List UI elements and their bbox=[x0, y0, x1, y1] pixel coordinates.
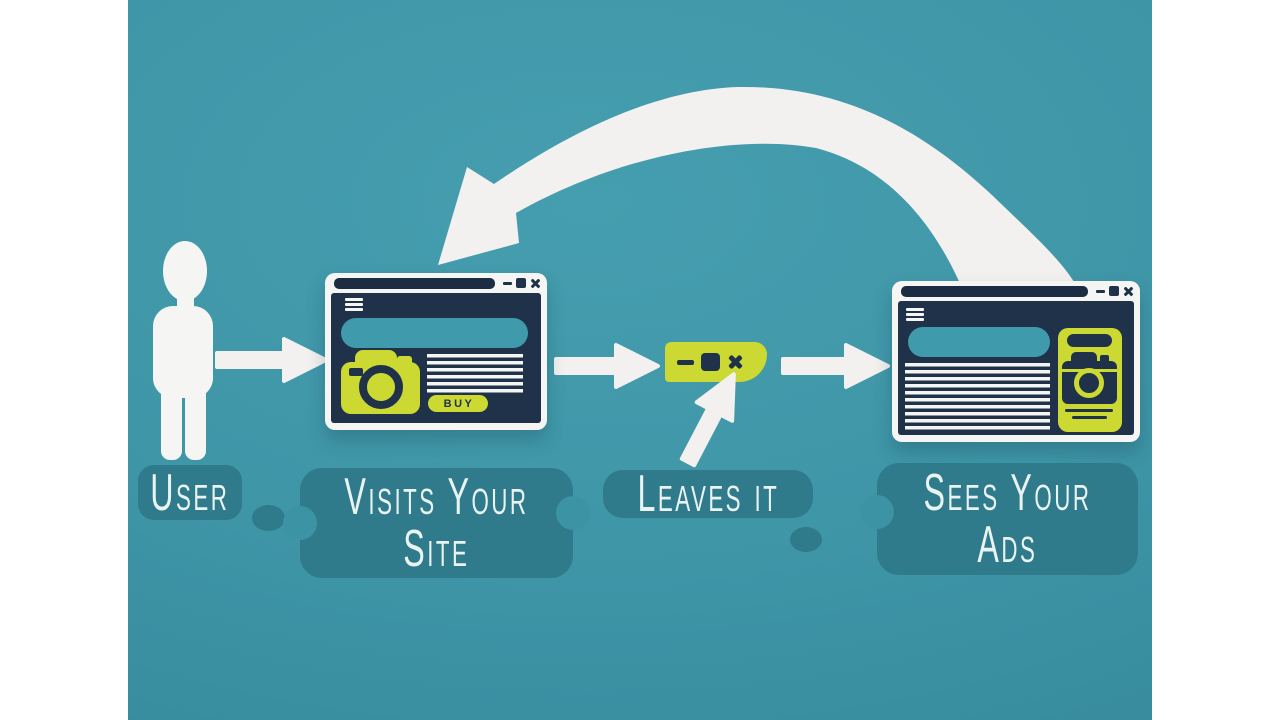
dot-blob bbox=[790, 527, 822, 552]
arrow-user-to-site-icon bbox=[215, 337, 328, 383]
buy-button: BUY bbox=[428, 395, 488, 412]
label-visits-your-site: Visits Your Site bbox=[283, 468, 590, 578]
arrow-site-to-tab-icon bbox=[554, 343, 660, 389]
teal-background: BUY bbox=[128, 0, 1152, 720]
arrow-tab-to-ads-icon bbox=[781, 343, 890, 389]
site-browser-titlebar bbox=[331, 273, 541, 293]
label-sees-line2: Ads bbox=[977, 516, 1038, 574]
hero-banner bbox=[908, 327, 1050, 357]
cursor-arrow-icon bbox=[679, 372, 736, 468]
hero-banner bbox=[341, 318, 528, 348]
cursor-layer bbox=[679, 372, 736, 468]
address-bar bbox=[901, 285, 1088, 297]
maximize-icon bbox=[516, 278, 526, 288]
label-sees-line1: Sees Your bbox=[923, 464, 1092, 522]
label-visits-line1: Visits Your bbox=[344, 468, 529, 526]
menu-icon bbox=[906, 308, 924, 321]
label-sees-your-ads: Sees Your Ads bbox=[860, 463, 1138, 575]
text-lines bbox=[905, 363, 1050, 433]
maximize-icon bbox=[1109, 286, 1119, 296]
label-leaves-text: Leaves it bbox=[637, 465, 779, 523]
minimize-icon bbox=[1096, 289, 1105, 293]
dot-blob bbox=[252, 505, 285, 531]
closed-tab-chip bbox=[665, 342, 767, 382]
vector-layer bbox=[153, 86, 1081, 460]
address-bar bbox=[334, 277, 495, 289]
site-browser-window: BUY bbox=[325, 273, 547, 430]
ad-camera-icon bbox=[1074, 368, 1104, 398]
label-user: User bbox=[138, 465, 242, 520]
ads-page bbox=[898, 301, 1134, 435]
menu-icon bbox=[345, 298, 363, 311]
minimize-icon bbox=[677, 359, 694, 365]
text-lines bbox=[427, 354, 523, 396]
product-camera-icon bbox=[341, 350, 420, 414]
label-leaves-it: Leaves it bbox=[603, 465, 813, 523]
user-icon bbox=[153, 241, 213, 460]
minimize-icon bbox=[503, 281, 512, 285]
retargeting-loop-arrow-icon bbox=[438, 86, 1081, 295]
label-visits-line2: Site bbox=[403, 520, 470, 578]
ads-browser-window bbox=[892, 281, 1140, 442]
maximize-icon bbox=[701, 353, 720, 371]
site-page: BUY bbox=[331, 293, 541, 423]
retargeted-ad-card bbox=[1058, 328, 1122, 432]
ad-header-bar bbox=[1067, 334, 1112, 347]
label-user-text: User bbox=[150, 463, 230, 522]
ads-browser-titlebar bbox=[898, 281, 1134, 301]
